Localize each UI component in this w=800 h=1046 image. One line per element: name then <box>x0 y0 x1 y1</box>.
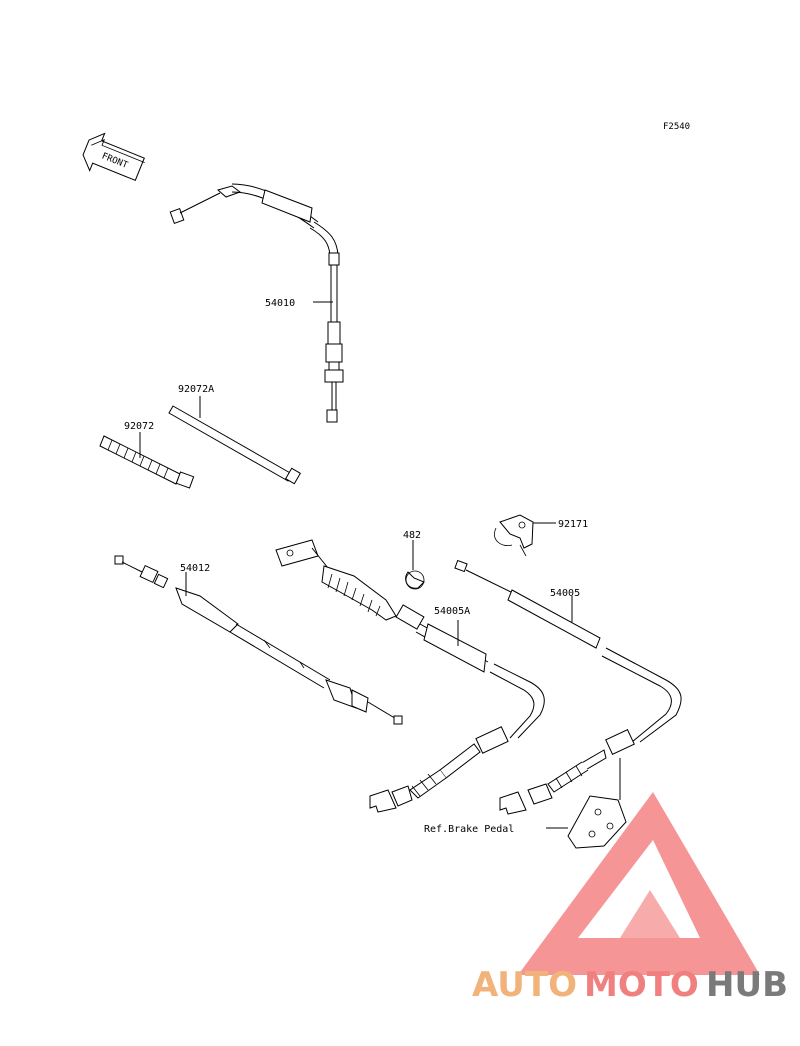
part-label-482: 482 <box>403 530 421 541</box>
strap-92072A: 92072A <box>168 384 302 485</box>
watermark-part2: MOTO <box>584 965 699 1005</box>
cable-54010: 54010 <box>169 183 344 423</box>
ref-brake-pedal-label: Ref.Brake Pedal <box>424 824 514 835</box>
brake-pedal-bracket: Ref.Brake Pedal <box>424 758 627 849</box>
watermark-text: AUTO MOTO HUB <box>472 965 788 1005</box>
part-label-54005A: 54005A <box>434 606 470 617</box>
strap-92072: 92072 <box>99 421 195 489</box>
diagram-code: F2540 <box>663 122 690 132</box>
cable-54005A: 54005A <box>275 539 545 813</box>
part-label-92171: 92171 <box>558 519 588 530</box>
watermark-part3: HUB <box>706 965 788 1005</box>
part-label-92072A: 92072A <box>178 384 214 395</box>
cable-54012: 54012 <box>114 555 403 725</box>
watermark-logo <box>518 792 760 975</box>
cable-54005: 54005 <box>454 559 682 815</box>
part-label-54012: 54012 <box>180 563 210 574</box>
front-arrow-icon: FRONT <box>82 132 145 182</box>
bracket-92171: 92171 <box>494 514 588 557</box>
part-label-54005: 54005 <box>550 588 580 599</box>
part-label-92072: 92072 <box>124 421 154 432</box>
watermark-part1: AUTO <box>472 965 577 1005</box>
part-label-54010: 54010 <box>265 298 295 309</box>
clip-482: 482 <box>403 530 425 590</box>
